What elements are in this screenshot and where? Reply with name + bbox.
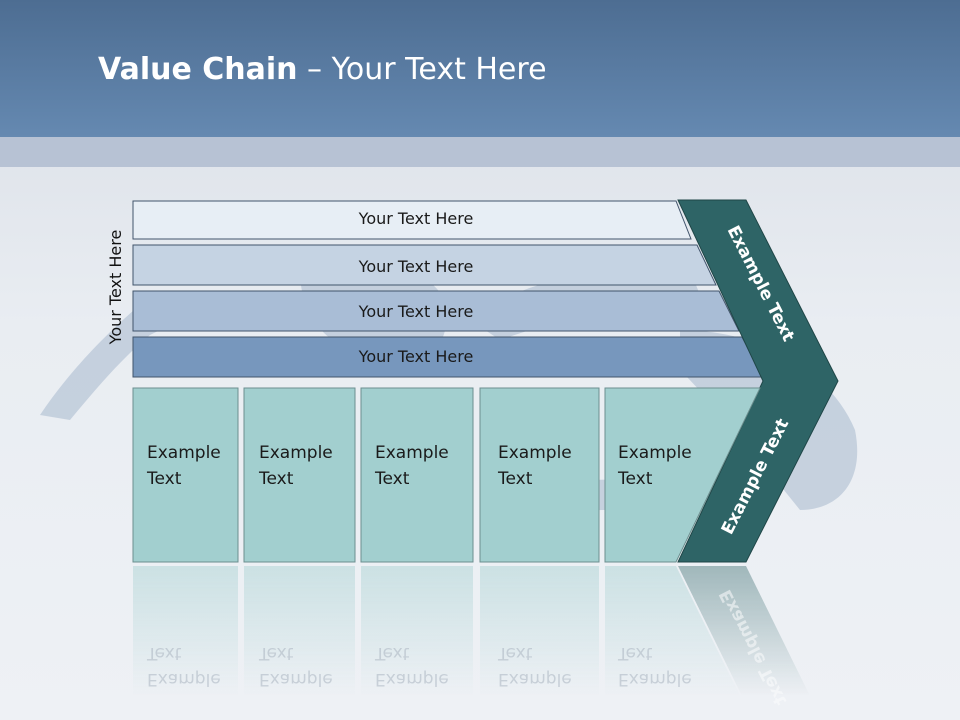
cell-line2: Text	[258, 469, 294, 489]
reflection-text: Example	[375, 669, 449, 689]
title-rest: – Your Text Here	[297, 52, 547, 87]
cell-line1: Example	[259, 443, 333, 463]
support-row: Your Text Here	[132, 336, 764, 378]
cell-line1: Example	[147, 443, 221, 463]
primary-cell: Example Text	[132, 387, 239, 563]
reflection-text: Example	[147, 669, 221, 689]
support-row-bg	[132, 244, 717, 286]
support-row-label: Your Text Here	[358, 209, 474, 228]
support-row: Your Text Here	[132, 244, 717, 286]
reflection-text: Example	[618, 669, 692, 689]
cell-line1: Example	[618, 443, 692, 463]
header-band	[0, 137, 960, 167]
cell-line2: Text	[497, 469, 533, 489]
reflection-text: Example	[498, 669, 572, 689]
reflection-text: Text	[146, 643, 182, 663]
reflection-text: Text	[258, 643, 294, 663]
cell-line1: Example	[498, 443, 572, 463]
cell-line2: Text	[617, 469, 653, 489]
support-row: Your Text Here	[132, 290, 740, 332]
support-row-bg	[132, 200, 692, 240]
cell-line2: Text	[374, 469, 410, 489]
primary-cell-bg	[132, 387, 239, 563]
primary-cell: Example Text	[360, 387, 474, 563]
primary-cell-bg	[479, 387, 600, 563]
header-bar	[0, 0, 960, 137]
primary-cell-bg	[243, 387, 356, 563]
support-row: Your Text Here	[132, 200, 692, 240]
primary-cell: Example Text	[479, 387, 600, 563]
reflection-text: Text	[617, 643, 653, 663]
diagram-reflection: Text Example Text Example Text Example T…	[133, 566, 810, 708]
reflection-text: Text	[374, 643, 410, 663]
primary-cell: Example Text	[604, 387, 761, 563]
primary-cell-bg	[360, 387, 474, 563]
cell-line1: Example	[375, 443, 449, 463]
support-row-label: Your Text Here	[358, 302, 474, 321]
margin-chevron	[677, 199, 839, 563]
primary-cell: Example Text	[243, 387, 356, 563]
title-bold: Value Chain	[98, 52, 298, 87]
reflection-text: Text	[497, 643, 533, 663]
primary-cell-bg	[604, 387, 761, 563]
slide-title: Value Chain – Your Text Here	[98, 52, 547, 87]
support-row-label: Your Text Here	[358, 347, 474, 366]
support-row-label: Your Text Here	[358, 257, 474, 276]
cell-line2: Text	[146, 469, 182, 489]
reflection-text: Example	[259, 669, 333, 689]
